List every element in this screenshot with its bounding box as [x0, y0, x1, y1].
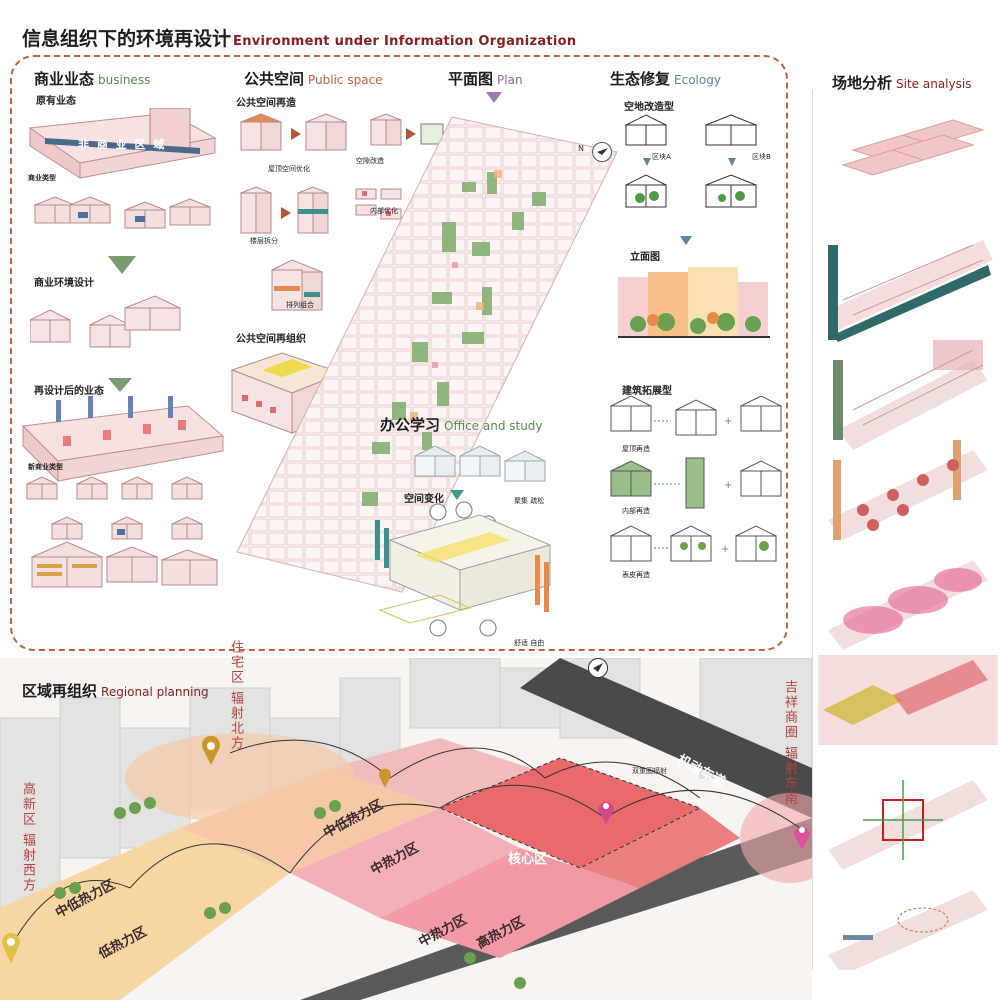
- site-analysis-heading-cn: 场地分析: [832, 74, 893, 92]
- space-change-label: 空间变化: [404, 494, 444, 505]
- redesigned-building-illustration: [18, 396, 228, 486]
- down-arrow: [680, 236, 692, 245]
- arrange-combine-label: 排列组合: [286, 301, 314, 309]
- floor-split-diagram: [236, 185, 446, 240]
- void-modify-label: 空隙改造: [356, 157, 384, 165]
- north-arrow-icon: [592, 142, 612, 162]
- office-free-label: 舒适 自由: [514, 639, 545, 647]
- location-pin-icon: [596, 796, 616, 824]
- regional-map: [0, 658, 812, 1000]
- location-pin-icon: [200, 735, 222, 765]
- office-gather-label: 聚集 疏松: [514, 497, 545, 505]
- arrange-combine-diagram: [262, 250, 342, 320]
- down-arrow: [108, 378, 132, 392]
- business-redesigned-label: 再设计后的业态: [34, 386, 104, 397]
- main-frame: [10, 55, 788, 651]
- west-radiate-label: 高新区 辐射西方: [20, 782, 35, 894]
- zone-a-label: 区块A: [652, 153, 671, 161]
- business-heading-cn: 商业业态: [34, 70, 95, 88]
- office-heading-cn: 办公学习: [380, 416, 441, 434]
- inner-remodel-label: 内部再造: [622, 507, 650, 515]
- public-heading-en: Public space: [308, 73, 383, 87]
- floor-split-label: 楼层拆分: [250, 237, 278, 245]
- public-heading-cn: 公共空间: [244, 70, 305, 88]
- business-env-label: 商业环境设计: [34, 278, 94, 289]
- original-building-illustration: [20, 107, 220, 188]
- site-analysis-heading-en: Site analysis: [896, 77, 972, 91]
- eco-site-label: 空地改造型: [624, 102, 674, 113]
- title-cn: 信息组织下的环境再设计: [22, 28, 232, 50]
- business-original-label: 原有业态: [36, 96, 76, 107]
- site-plan: [232, 112, 622, 602]
- location-pin-icon: [792, 820, 812, 850]
- svg-text:+: +: [724, 416, 732, 427]
- public-rebuild-label: 公共空间再造: [236, 98, 296, 109]
- ecology-heading-en: Ecology: [674, 73, 721, 87]
- location-pin-icon: [378, 768, 392, 788]
- interior-optimize-label: 内部优化: [370, 207, 398, 215]
- env-design-diagrams: [28, 290, 220, 360]
- down-arrow: [108, 256, 136, 274]
- north-label: N: [578, 144, 584, 153]
- office-cluster-diagram: [410, 436, 580, 496]
- down-arrow: [450, 490, 464, 500]
- business-types-label: 商业类型: [28, 174, 56, 182]
- eco-site-diagrams: [616, 110, 786, 220]
- new-business-types-icons: [22, 472, 232, 602]
- public-reorg-label: 公共空间再组织: [236, 334, 306, 345]
- plan-heading-cn: 平面图: [448, 70, 494, 88]
- north-arrow-icon: [588, 658, 608, 678]
- eco-expand-label: 建筑拓展型: [622, 386, 672, 397]
- zone-b-label: 区块B: [752, 153, 771, 161]
- plan-heading-en: Plan: [497, 73, 523, 87]
- location-pin-icon: [0, 930, 22, 964]
- elevation-drawing: [618, 262, 770, 344]
- facade-remodel-label: 表皮再造: [622, 571, 650, 579]
- elevation-label: 立面图: [630, 252, 660, 263]
- east-radiate-label: 吉祥商圈 辐射东南: [782, 680, 797, 807]
- roof-optimize-diagram: [236, 110, 446, 160]
- title-en: Environment under Information Organizati…: [233, 34, 577, 49]
- new-business-types-label: 新商业类型: [28, 463, 63, 471]
- core-zone-label: 核心区: [508, 852, 548, 867]
- site-analysis-panel: [812, 90, 1000, 975]
- roof-optimize-label: 屋顶空间优化: [268, 165, 310, 173]
- eco-expand-diagrams: + + +: [606, 395, 786, 586]
- non-commercial-banner: 非 商 业 区 域: [78, 138, 167, 151]
- office-heading-en: Office and study: [444, 419, 543, 433]
- business-heading-en: business: [98, 73, 151, 87]
- regional-heading-cn: 区域再组织: [22, 682, 98, 700]
- down-arrow: [486, 92, 502, 103]
- regional-heading-en: Regional planning: [101, 685, 209, 699]
- svg-text:+: +: [721, 544, 729, 555]
- svg-text:+: +: [724, 480, 732, 491]
- business-types-icons: [30, 185, 230, 235]
- ecology-heading-cn: 生态修复: [610, 70, 671, 88]
- north-radiate-label: 住宅区 辐射北方: [228, 640, 243, 752]
- office-space-diagram: [360, 500, 560, 640]
- roof-remodel-label: 屋顶再造: [622, 445, 650, 453]
- radiate-label: 双重圈辐射: [632, 767, 667, 775]
